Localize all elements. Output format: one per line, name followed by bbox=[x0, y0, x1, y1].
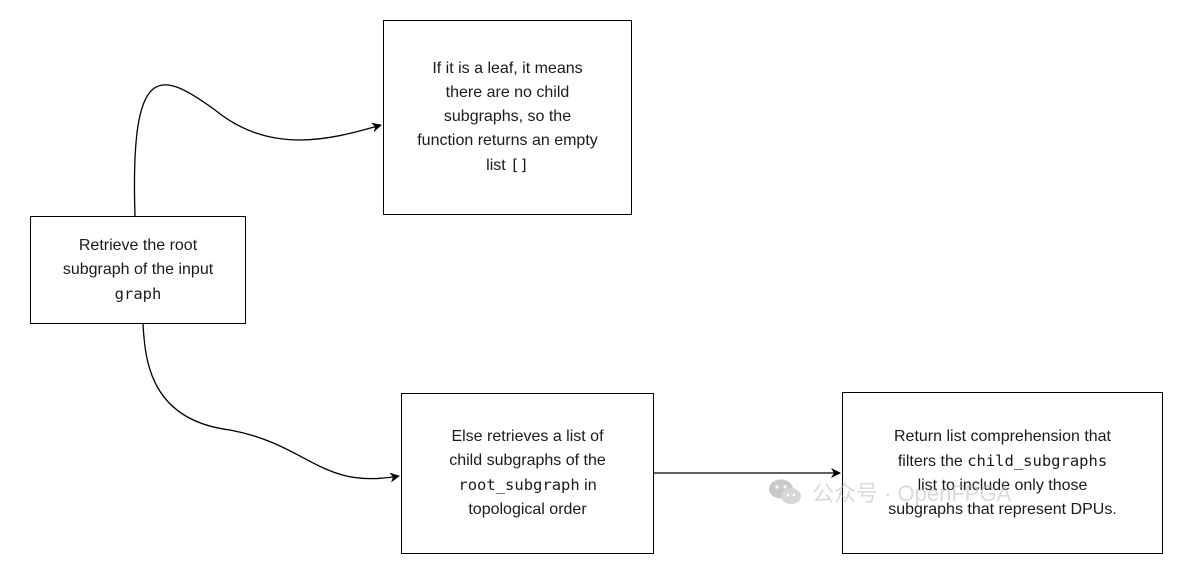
node-root-line2: subgraph of the input bbox=[62, 261, 214, 278]
node-leaf-line3: subgraphs, so the bbox=[443, 108, 572, 125]
node-else-line4: topological order bbox=[468, 501, 587, 518]
node-leaf-case: If it is a leaf, it means there are no c… bbox=[383, 20, 632, 215]
node-leaf-code: [] bbox=[510, 156, 529, 174]
node-else-line3-text: in bbox=[579, 477, 597, 494]
node-else-code: root_subgraph bbox=[458, 476, 580, 494]
node-leaf-line5: list [] bbox=[417, 153, 598, 178]
node-else-line2: child subgraphs of the bbox=[449, 452, 606, 469]
node-ret-line2: filters the child_subgraphs bbox=[888, 449, 1117, 474]
node-ret-code: child_subgraphs bbox=[967, 451, 1108, 470]
arrow-root-to-leaf bbox=[133, 84, 382, 217]
node-else-line3: root_subgraph in bbox=[449, 473, 606, 498]
node-root-line1: Retrieve the root bbox=[78, 237, 198, 254]
node-ret-line3: list to include only those bbox=[917, 476, 1088, 494]
node-ret-line4: subgraphs that represent DPUs. bbox=[888, 500, 1117, 518]
node-return-comprehension: Return list comprehension that filters t… bbox=[842, 392, 1163, 554]
node-root-code: graph bbox=[114, 285, 162, 303]
node-else-case: Else retrieves a list of child subgraphs… bbox=[401, 393, 654, 554]
node-leaf-line2: there are no child bbox=[445, 84, 570, 101]
node-leaf-line5-text: list bbox=[486, 157, 511, 174]
node-leaf-line1: If it is a leaf, it means bbox=[432, 60, 583, 77]
node-retrieve-root: Retrieve the root subgraph of the input … bbox=[30, 216, 246, 324]
node-else-line1: Else retrieves a list of bbox=[451, 428, 604, 445]
arrow-root-to-else bbox=[142, 323, 400, 483]
node-leaf-line4: function returns an empty bbox=[417, 132, 598, 149]
node-ret-line2-text: filters the bbox=[897, 452, 968, 470]
node-ret-line1: Return list comprehension that bbox=[894, 427, 1111, 445]
